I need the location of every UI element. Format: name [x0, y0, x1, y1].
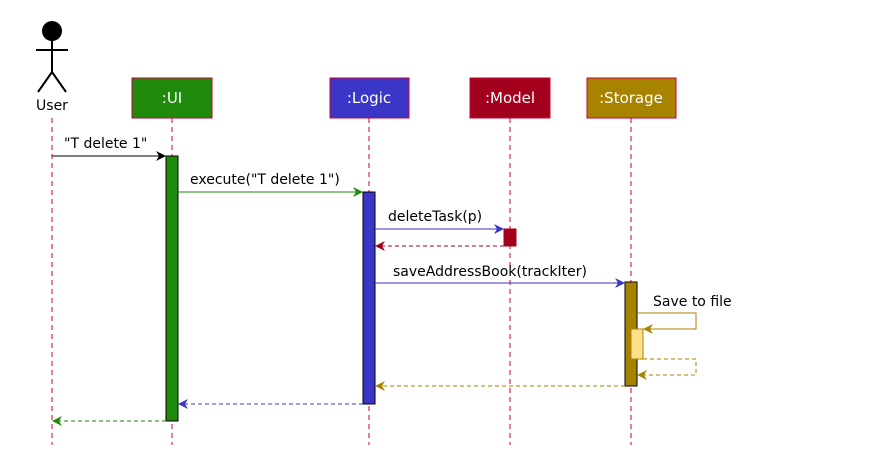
self-return-arrow-storage [637, 358, 697, 380]
participant-model-label: :Model [485, 89, 535, 107]
participant-ui: :UI [131, 77, 213, 119]
message-label-1: "T delete 1" [64, 136, 147, 152]
participant-logic: :Logic [329, 77, 410, 119]
message-label-2: execute("T delete 1") [190, 172, 340, 188]
activation-model [503, 228, 517, 247]
participant-logic-label: :Logic [347, 89, 391, 107]
activation-storage-self [630, 328, 644, 360]
activation-ui [165, 155, 179, 422]
participant-storage: :Storage [586, 77, 677, 119]
actor-user-label: User [36, 98, 68, 114]
actor-user: User [36, 21, 68, 114]
message-label-3: deleteTask(p) [388, 209, 482, 225]
message-label-4: saveAddressBook(trackIter) [393, 264, 587, 280]
activation-logic [362, 191, 376, 405]
participant-storage-label: :Storage [599, 89, 663, 107]
participant-ui-label: :UI [162, 89, 182, 107]
message-label-5: Save to file [653, 294, 732, 310]
participant-model: :Model [469, 77, 551, 119]
self-message-arrow-storage [637, 312, 697, 334]
